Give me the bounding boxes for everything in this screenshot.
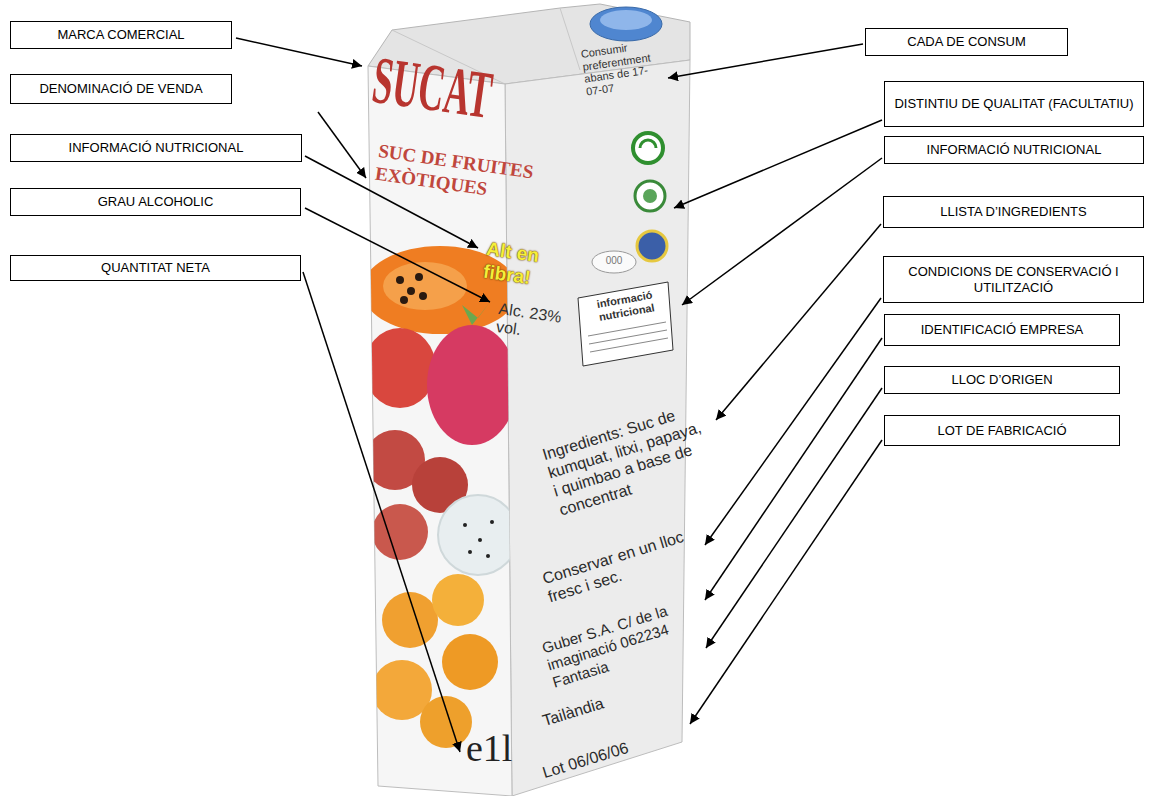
leader-arrow: [705, 298, 881, 545]
carton-cap: [590, 7, 662, 41]
leader-arrow: [682, 158, 882, 305]
dragon-fruit-leaf: [462, 302, 490, 325]
callout-text: IDENTIFICACIÓ EMPRESA: [921, 322, 1084, 338]
papaya-seed: [400, 296, 408, 304]
leader-arrow: [668, 44, 863, 78]
leader-arrow: [674, 120, 882, 208]
kumquat: [442, 634, 498, 690]
leader-arrow: [236, 38, 362, 66]
kumquat: [432, 574, 484, 626]
package-text: e1l: [466, 728, 536, 770]
papaya-seed: [396, 276, 404, 284]
callout-text: LLISTA D’INGREDIENTS: [940, 204, 1086, 220]
papaya-seed: [419, 292, 427, 300]
callout-box: CONDICIONS DE CONSERVACIÓ I UTILITZACIÓ: [883, 256, 1144, 303]
callout-box: DISTINTIU DE QUALITAT (FACULTATIU): [884, 81, 1144, 127]
leader-arrow: [303, 272, 460, 752]
seed: [478, 538, 482, 542]
seed: [490, 520, 494, 524]
leader-arrow: [716, 224, 881, 420]
callout-box: LOT DE FABRICACIÓ: [884, 415, 1120, 446]
eu-logo: [637, 231, 667, 261]
leader-arrow: [705, 338, 882, 600]
callout-text: GRAU ALCOHOLIC: [98, 194, 214, 210]
quality-logo: [635, 181, 665, 211]
package-text: Ingredients: Suc de kumquat, litxi, papa…: [540, 399, 715, 519]
lychee: [372, 504, 428, 560]
callout-box: INFORMACIÓ NUTRICIONAL: [884, 136, 1144, 164]
leader-arrow: [305, 208, 490, 302]
callout-box: INFORMACIÓ NUTRICIONAL: [10, 134, 302, 162]
package-text: Lot 06/06/06: [540, 729, 660, 782]
callout-box: DENOMINACIÓ DE VENDA: [10, 74, 232, 104]
callout-text: QUANTITAT NETA: [101, 260, 210, 276]
package-text: SUCAT: [369, 46, 512, 131]
callout-text: CADA DE CONSUM: [907, 34, 1025, 50]
fruit: [364, 328, 436, 408]
table-row: [588, 322, 666, 336]
package-text: Conservar en un lloc fresc i sec.: [540, 526, 695, 607]
seed: [463, 523, 467, 527]
seed: [468, 550, 472, 554]
package-text: Consumir preferentment abans de 17-07-07: [580, 37, 666, 98]
callout-text: DENOMINACIÓ DE VENDA: [39, 81, 202, 97]
callout-text: LLOC D’ORIGEN: [951, 372, 1052, 388]
recycle-logo: [640, 140, 656, 148]
leader-arrow: [690, 440, 882, 724]
callout-box: IDENTIFICACIÓ EMPRESA: [884, 314, 1120, 346]
dragon-fruit: [427, 325, 517, 445]
package-text: Alc. 23% vol.: [495, 300, 573, 347]
quality-logo: [643, 189, 657, 203]
callout-text: CONDICIONS DE CONSERVACIÓ I UTILITZACIÓ: [892, 264, 1135, 295]
nutrition-table: [578, 282, 673, 366]
table-row: [589, 330, 667, 344]
package-text: informació nutricional: [586, 287, 665, 325]
callout-text: MARCA COMERCIAL: [57, 27, 184, 43]
seed: [486, 554, 490, 558]
carton-cap: [600, 10, 652, 30]
callout-box: LLOC D’ORIGEN: [884, 366, 1120, 394]
package-text: Alt en fibra!: [482, 238, 550, 292]
leader-arrow: [318, 112, 366, 178]
leader-arrow: [706, 388, 882, 648]
callout-box: QUANTITAT NETA: [10, 255, 301, 281]
callout-box: CADA DE CONSUM: [865, 28, 1068, 56]
callout-text: DISTINTIU DE QUALITAT (FACULTATIU): [894, 96, 1133, 112]
package-text: 000: [600, 255, 628, 267]
callout-text: INFORMACIÓ NUTRICIONAL: [927, 142, 1102, 158]
callout-box: GRAU ALCOHOLIC: [10, 188, 301, 216]
callout-text: LOT DE FABRICACIÓ: [937, 423, 1066, 439]
kumquat: [420, 696, 472, 748]
papaya-seed: [415, 273, 423, 281]
recycle-logo: [633, 133, 663, 163]
callout-text: INFORMACIÓ NUTRICIONAL: [69, 140, 244, 156]
dragon-fruit-flesh: [438, 495, 518, 575]
package-text: Guber S.A. C/ de la imaginació 062234 Fa…: [540, 596, 699, 691]
table-row: [590, 338, 668, 352]
fruit-picture: [362, 246, 518, 748]
carton-fold: [560, 8, 580, 70]
callout-box: LLISTA D’INGREDIENTS: [883, 196, 1144, 228]
papaya-seed: [407, 287, 415, 295]
oval-mark: [592, 251, 636, 273]
package-text: SUC DE FRUITES EXÒTIQUES: [374, 140, 554, 210]
callout-box: MARCA COMERCIAL: [10, 21, 232, 49]
